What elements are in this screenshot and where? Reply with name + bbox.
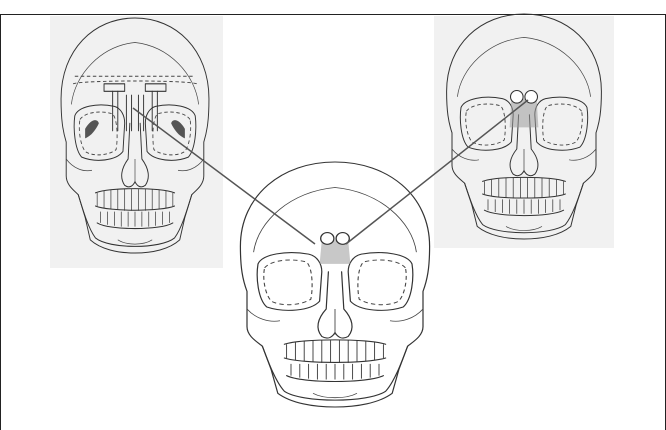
left-skull-panel bbox=[50, 16, 223, 268]
right-skull-panel bbox=[434, 14, 614, 248]
center-skull-illustration bbox=[240, 162, 429, 407]
